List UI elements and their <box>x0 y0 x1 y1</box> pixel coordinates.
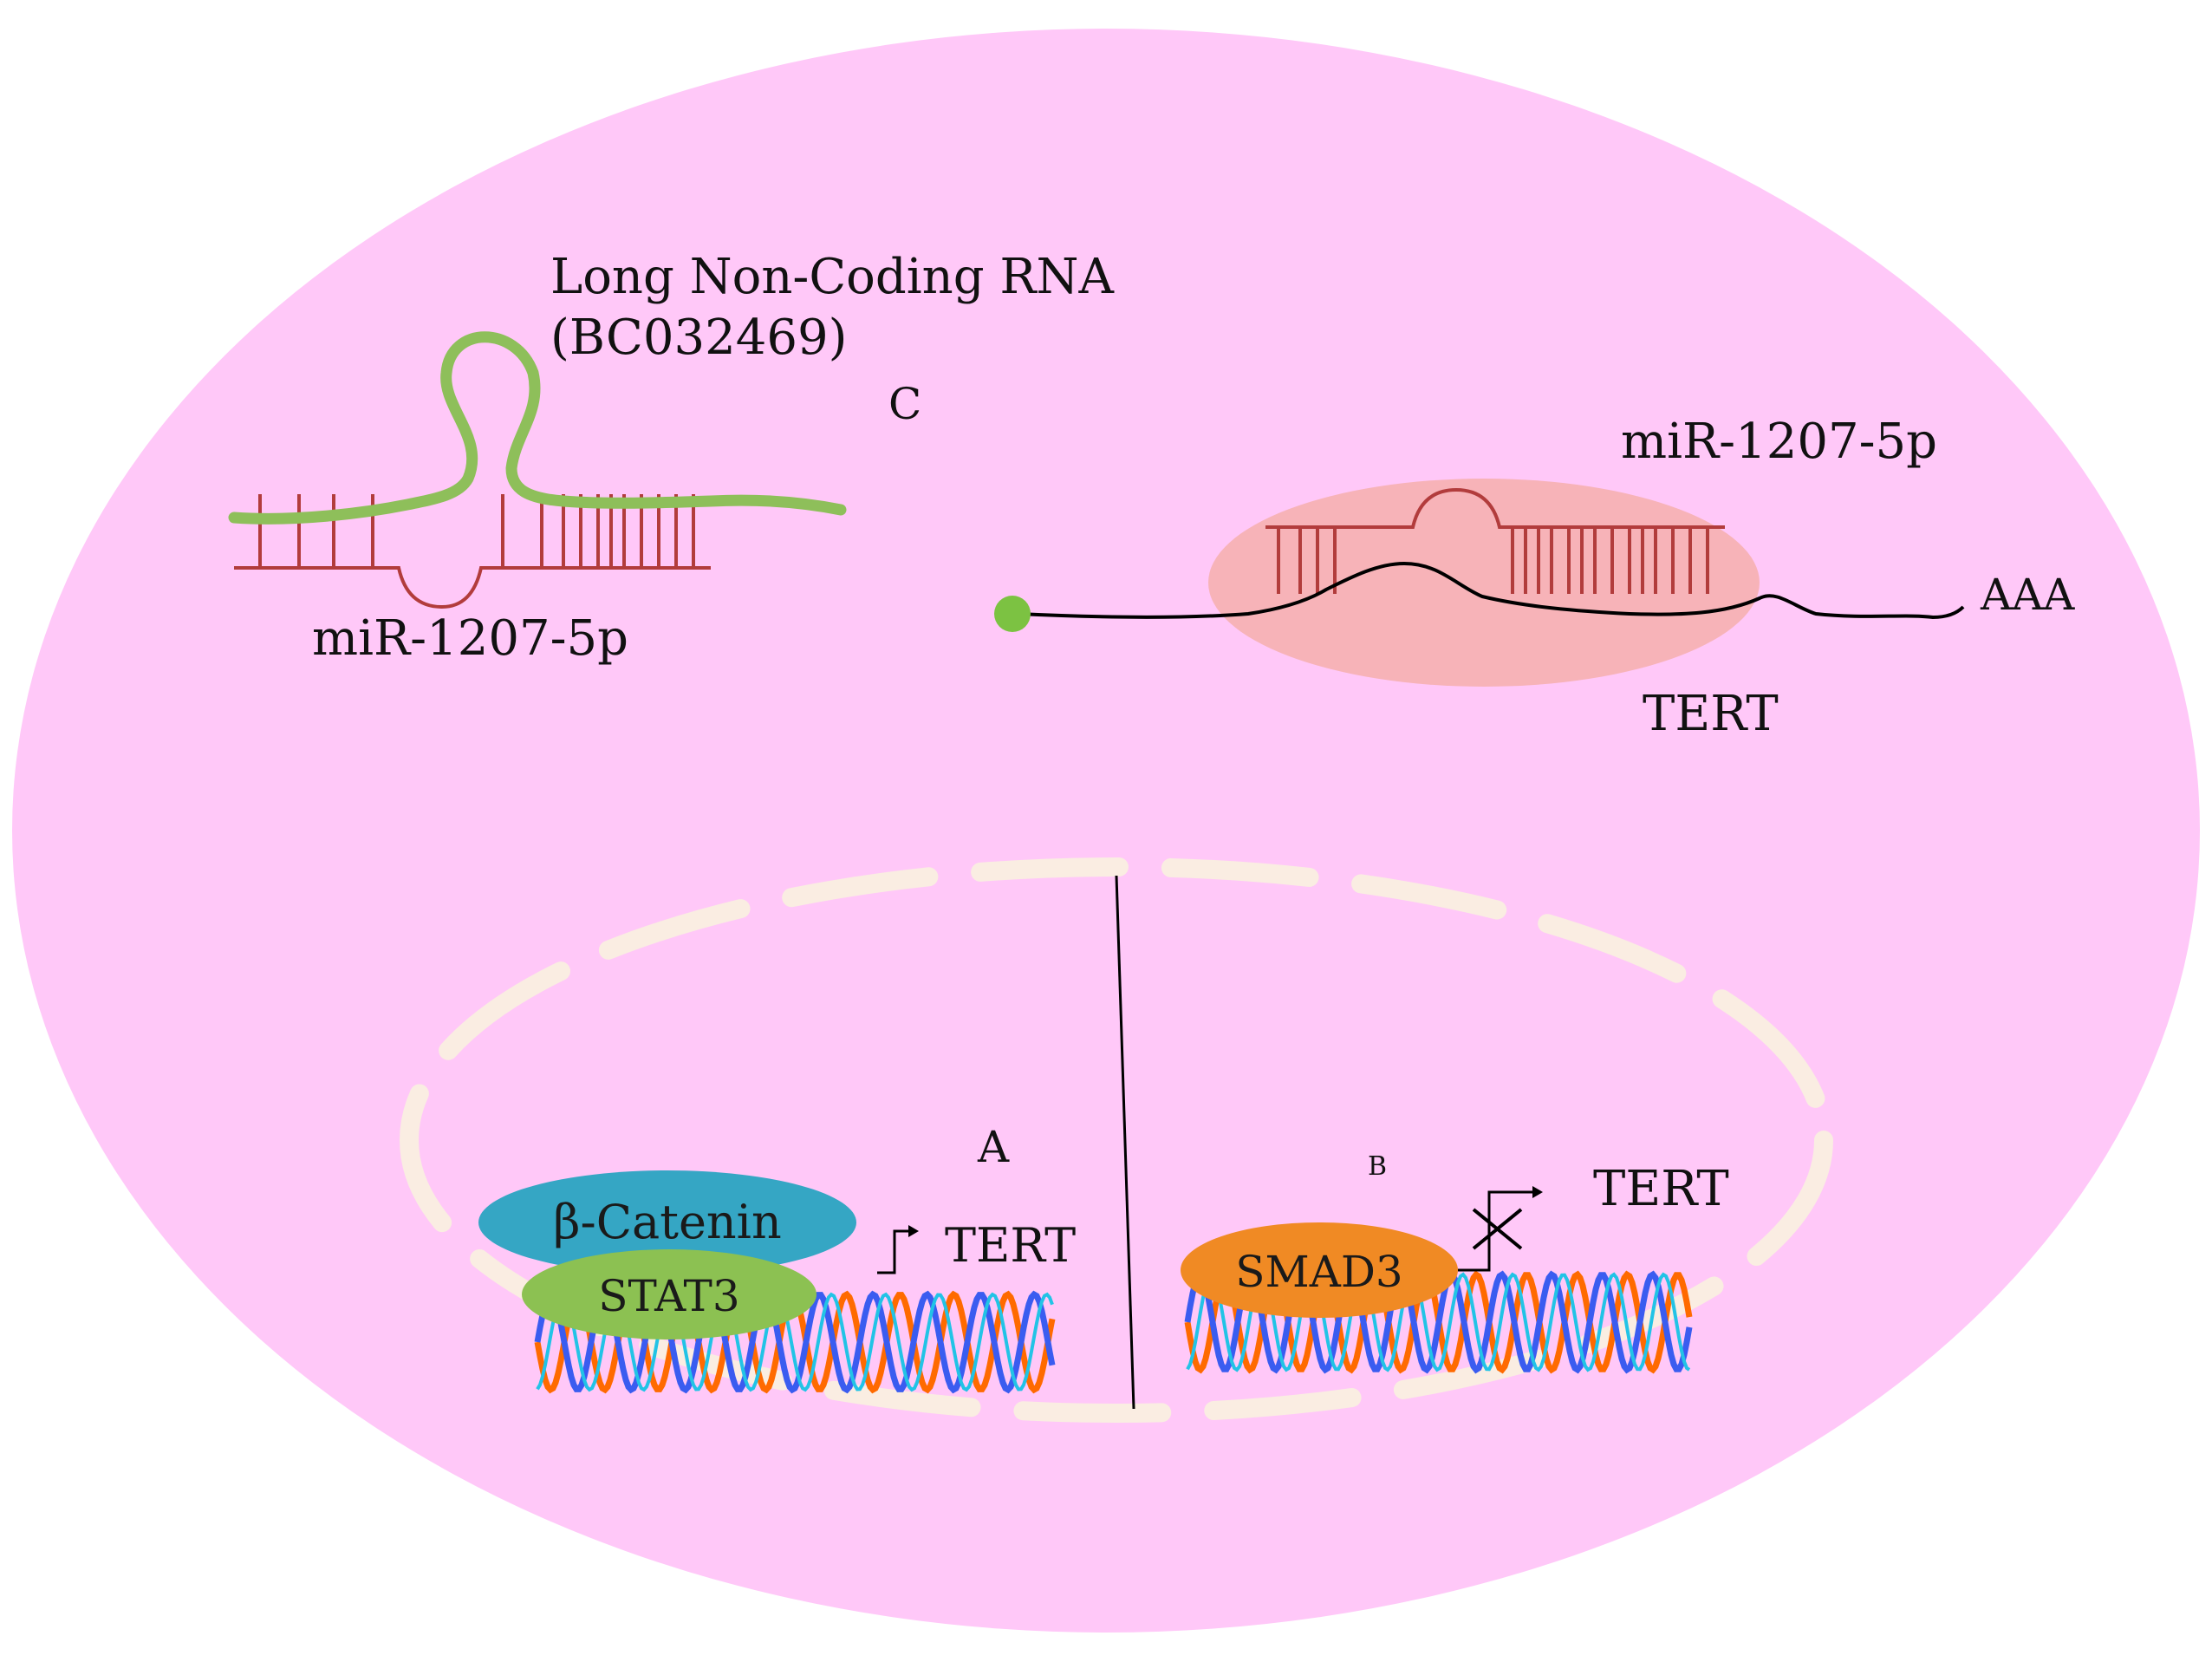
panel-label-a: A <box>977 1122 1010 1172</box>
nucleus-envelope <box>400 857 1833 1423</box>
beta-catenin-label: β-Catenin <box>553 1195 781 1249</box>
lncrna-title: Long Non-Coding RNA <box>550 249 1115 305</box>
tert-promoter-arrow-b <box>1458 1190 1534 1272</box>
panel-label-b: B <box>1368 1151 1387 1182</box>
mirna-label-left: miR-1207-5p <box>312 610 628 667</box>
mirna-label-right: miR-1207-5p <box>1621 414 1937 470</box>
lncrna-id: (BC032469) <box>550 310 848 366</box>
panel-label-c: C <box>888 379 921 429</box>
beta-catenin-protein <box>478 1170 856 1274</box>
stat3-protein <box>522 1249 816 1339</box>
arrowhead-b <box>1532 1186 1543 1198</box>
arrowhead-a <box>908 1225 919 1237</box>
mirna-strand-right <box>1265 487 1725 529</box>
mrna-5prime-cap <box>994 596 1031 632</box>
mirna-risc-complex <box>1208 479 1760 687</box>
tert-mrna-complex <box>994 479 1965 687</box>
tert-gene-label-b: TERT <box>1593 1161 1729 1217</box>
dna-strand <box>534 1290 1056 1394</box>
mirna-strand-left <box>234 566 711 609</box>
panel-c-lncrna-sponge <box>228 331 847 609</box>
base-pair-ticks-right <box>1277 527 1709 594</box>
tert-mrna-label: TERT <box>1643 686 1779 742</box>
dna-strand <box>1184 1270 1693 1374</box>
smad3-label: SMAD3 <box>1235 1247 1402 1297</box>
tert-gene-label-a: TERT <box>945 1218 1076 1273</box>
inhibition-cross <box>1472 1208 1523 1250</box>
tert-mrna-strand <box>1018 561 1965 620</box>
lncrna-strand <box>228 331 847 525</box>
poly-a-tail-label: AAA <box>1980 570 2075 620</box>
panel-divider <box>1115 875 1135 1410</box>
smad3-protein <box>1181 1222 1458 1318</box>
stat3-label: STAT3 <box>598 1271 739 1321</box>
tert-promoter-arrow-a <box>877 1229 910 1274</box>
